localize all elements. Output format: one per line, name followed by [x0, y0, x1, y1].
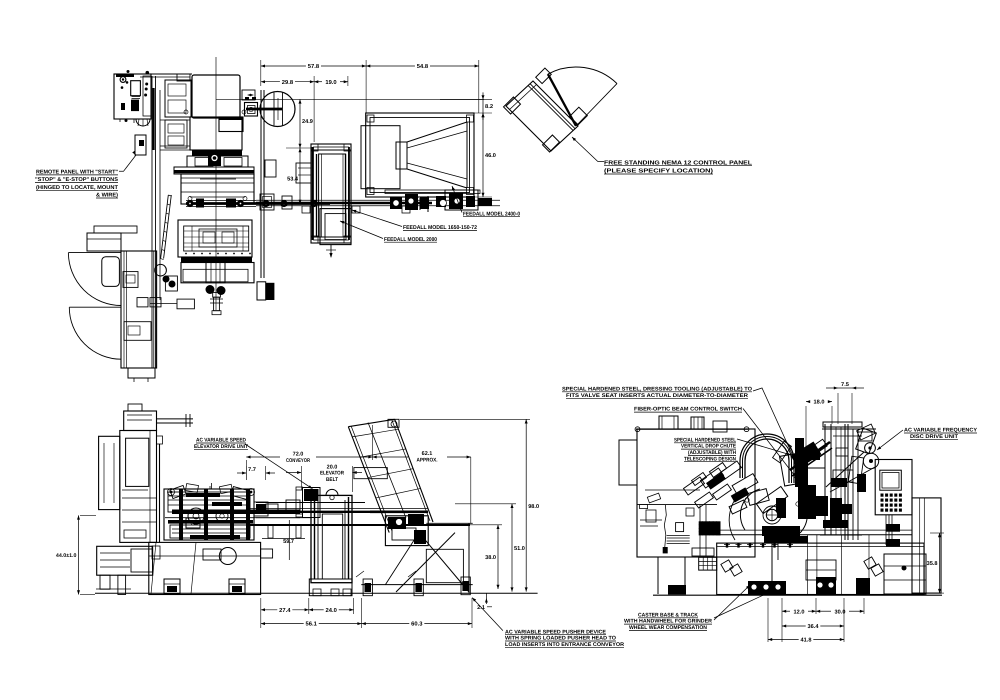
svg-text:27.4: 27.4 [279, 607, 291, 614]
svg-text:35.8: 35.8 [927, 561, 938, 567]
svg-text:"STOP" & "E-STOP" BUTTONS: "STOP" & "E-STOP" BUTTONS [35, 177, 118, 183]
svg-text:56.1: 56.1 [306, 621, 318, 628]
svg-text:SPECIAL HARDENED STEEL: SPECIAL HARDENED STEEL [674, 437, 737, 443]
svg-text:2.1: 2.1 [477, 605, 485, 611]
svg-text:FEEDALL MODEL 2000: FEEDALL MODEL 2000 [384, 237, 437, 243]
svg-text:24.9: 24.9 [302, 119, 313, 125]
svg-text:20.0: 20.0 [327, 464, 338, 470]
svg-text:46.0: 46.0 [485, 153, 496, 159]
svg-text:30.0: 30.0 [835, 609, 846, 615]
svg-text:WHEEL WEAR COMPENSATION: WHEEL WEAR COMPENSATION [629, 625, 707, 631]
svg-text:WITH HANDWHEEL FOR GRINDER: WITH HANDWHEEL FOR GRINDER [624, 619, 712, 625]
svg-text:12.0: 12.0 [794, 609, 805, 615]
svg-text:62.1: 62.1 [422, 451, 433, 457]
svg-text:72.0: 72.0 [293, 451, 304, 457]
svg-text:SPECIAL HARDENED STEEL, DRESSI: SPECIAL HARDENED STEEL, DRESSING TOOLING… [562, 386, 752, 392]
svg-text:7.5: 7.5 [841, 382, 849, 388]
svg-text:VERTICAL DROP CHUTE: VERTICAL DROP CHUTE [681, 444, 736, 450]
svg-text:CASTER BASE & TRACK: CASTER BASE & TRACK [638, 612, 698, 618]
svg-text:ELEVATOR: ELEVATOR [320, 471, 344, 477]
svg-text:7.7: 7.7 [248, 467, 256, 473]
svg-text:57.8: 57.8 [308, 63, 320, 70]
svg-text:CONVEYOR: CONVEYOR [286, 458, 310, 464]
svg-text:BELT: BELT [326, 477, 339, 483]
svg-text:60.3: 60.3 [411, 621, 423, 628]
svg-text:AC VARIABLE SPEED: AC VARIABLE SPEED [196, 438, 246, 444]
svg-text:FEEDALL MODEL 2400-0: FEEDALL MODEL 2400-0 [463, 211, 520, 217]
svg-text:8.2: 8.2 [485, 104, 493, 110]
svg-text:19.0: 19.0 [325, 79, 336, 86]
svg-text:41.8: 41.8 [801, 638, 812, 644]
svg-text:29.8: 29.8 [282, 79, 294, 86]
svg-text:36.4: 36.4 [808, 624, 820, 630]
svg-text:18.0: 18.0 [814, 400, 825, 406]
svg-text:24.0: 24.0 [326, 607, 337, 614]
svg-text:FITS VALVE SEAT INSERTS ACTUAL: FITS VALVE SEAT INSERTS ACTUAL DIAMETER-… [566, 393, 748, 399]
svg-text:LOAD INSERTS INTO ENTRANCE CON: LOAD INSERTS INTO ENTRANCE CONVEYOR [505, 642, 624, 648]
svg-text:ELEVATOR DRIVE UNIT: ELEVATOR DRIVE UNIT [194, 444, 249, 450]
svg-text:54.8: 54.8 [417, 63, 429, 70]
svg-text:53.4: 53.4 [287, 177, 299, 183]
svg-text:REMOTE PANEL WITH "START": REMOTE PANEL WITH "START" [36, 170, 118, 176]
svg-text:(PLEASE SPECIFY LOCATION): (PLEASE SPECIFY LOCATION) [604, 168, 713, 175]
svg-text:DISC DRIVE UNIT: DISC DRIVE UNIT [910, 434, 959, 440]
svg-text:(ADJUSTABLE) WITH: (ADJUSTABLE) WITH [688, 450, 736, 456]
svg-text:(HINGED TO LOCATE, MOUNT: (HINGED TO LOCATE, MOUNT [36, 185, 119, 191]
svg-text:FIBER-OPTIC BEAM CONTROL SWITC: FIBER-OPTIC BEAM CONTROL SWITCH [634, 407, 742, 413]
svg-text:APPROX.: APPROX. [417, 458, 438, 464]
svg-text:FEEDALL MODEL 1650-150-72: FEEDALL MODEL 1650-150-72 [403, 225, 477, 231]
svg-text:AC VARIABLE FREQUENCY: AC VARIABLE FREQUENCY [904, 428, 977, 434]
svg-text:WITH SPRING LOADED PUSHER HEAD: WITH SPRING LOADED PUSHER HEAD TO [505, 636, 616, 642]
svg-text:98.0: 98.0 [528, 504, 539, 510]
svg-text:59.7: 59.7 [283, 539, 294, 545]
svg-text:AC VARIABLE SPEED PUSHER DEVIC: AC VARIABLE SPEED PUSHER DEVICE [505, 629, 606, 635]
svg-text:51.0: 51.0 [514, 546, 525, 552]
svg-text:38.0: 38.0 [485, 555, 496, 561]
svg-text:TELESCOPING DESIGN: TELESCOPING DESIGN [684, 456, 736, 462]
svg-text:& WIRE): & WIRE) [96, 193, 118, 199]
svg-text:44.0±1.0: 44.0±1.0 [56, 553, 77, 559]
svg-text:FREE STANDING NEMA 12 CONTROL: FREE STANDING NEMA 12 CONTROL PANEL [604, 159, 753, 166]
